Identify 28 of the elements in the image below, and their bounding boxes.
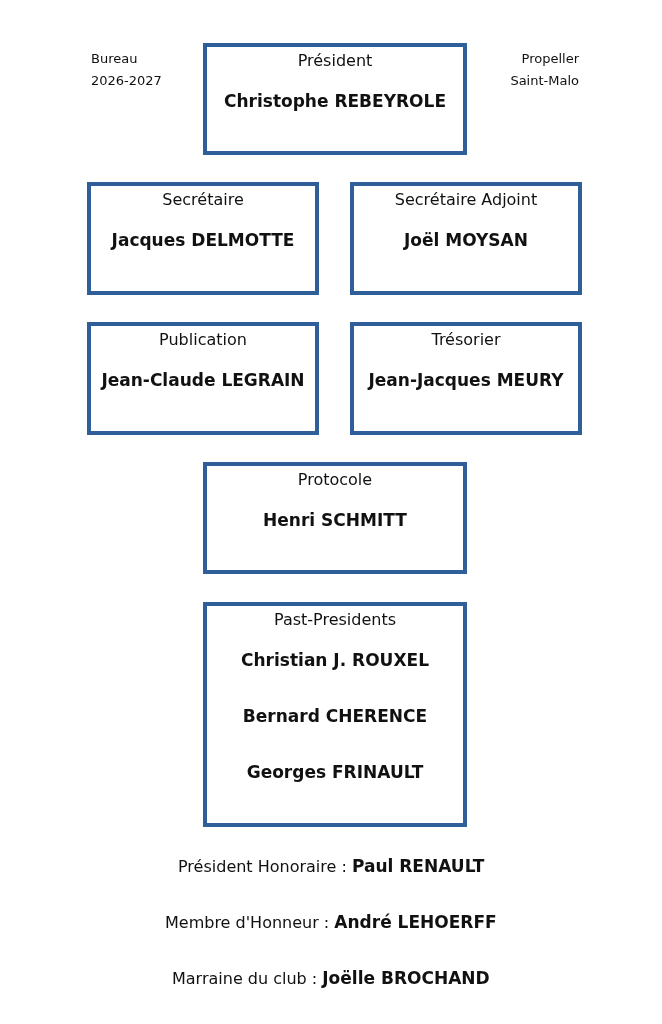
member-name: Christian J. ROUXEL: [240, 650, 430, 670]
role-box: [350, 322, 582, 435]
role-title: Protocole: [296, 470, 374, 489]
club-term: Bureau 2026-2027: [91, 50, 163, 90]
role-title: Président: [296, 51, 374, 70]
member-name: Jean-Claude LEGRAIN: [99, 370, 306, 390]
role-box: [203, 462, 467, 574]
honorary-member-line: Président Honoraire : Paul RENAULT: [178, 856, 485, 876]
honorary-member-line: Marraine du club : Joëlle BROCHAND: [172, 968, 490, 988]
role-box: [203, 43, 467, 155]
role-title: Trésorier: [430, 330, 502, 349]
role-box: [87, 322, 319, 435]
member-name: Christophe REBEYROLE: [223, 91, 447, 111]
role-title: Secrétaire Adjoint: [393, 190, 539, 209]
club-name: Propeller Saint-Malo: [509, 50, 579, 90]
role-title: Publication: [158, 330, 248, 349]
member-name: Bernard CHERENCE: [241, 706, 429, 726]
member-name: Jean-Jacques MEURY: [366, 370, 565, 390]
role-box: [87, 182, 319, 295]
role-box: [203, 602, 467, 827]
member-name: Georges FRINAULT: [245, 762, 425, 782]
role-box: [350, 182, 582, 295]
honorary-member-line: Membre d'Honneur : André LEHOERFF: [165, 912, 497, 932]
member-name: Jacques DELMOTTE: [109, 230, 296, 250]
member-name: Henri SCHMITT: [262, 510, 408, 530]
role-title: Secrétaire: [161, 190, 245, 209]
role-title: Past-Presidents: [272, 610, 398, 629]
member-name: Joël MOYSAN: [402, 230, 529, 250]
